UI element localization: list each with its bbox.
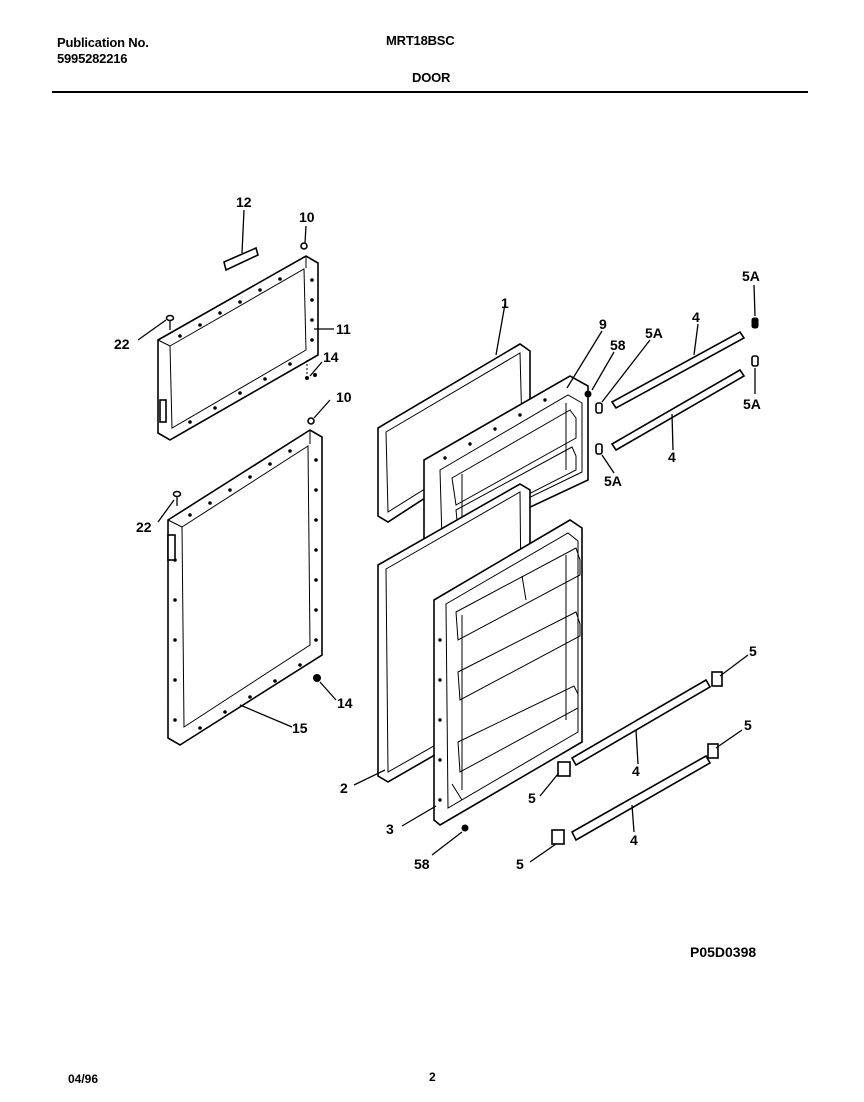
part-22-screw-lower [172,490,182,506]
part-10-plug-upper [300,242,308,250]
callout-58-upper: 58 [610,337,626,353]
part-3-food-door-liner [433,519,583,826]
callout-10-upper: 10 [299,209,315,225]
callout-5-b: 5 [744,717,752,733]
callout-9: 9 [599,316,607,332]
part-58-screw-lower [461,824,469,832]
part-15-food-door-frame [167,429,323,746]
header-rule [52,91,808,93]
footer-date: 04/96 [68,1072,99,1086]
callout-5A-a: 5A [645,325,663,341]
part-11-freezer-door-frame [157,255,319,441]
callout-22-upper: 22 [114,336,130,352]
part-5A-end-caps [595,317,759,455]
leader-lines [137,209,756,863]
callout-5-d: 5 [516,856,524,872]
model-number: MRT18BSC [386,33,455,48]
callout-12: 12 [236,194,252,210]
callout-4-a: 4 [692,309,700,325]
callout-3: 3 [386,821,394,837]
callout-10-lower: 10 [336,389,352,405]
part-5-end-caps [551,671,723,845]
callout-14-lower: 14 [337,695,353,711]
callout-14-upper: 14 [323,349,339,365]
page-number: 2 [429,1070,436,1084]
callout-22-lower: 22 [136,519,152,535]
callout-5A-c: 5A [743,396,761,412]
callout-4-d: 4 [630,832,638,848]
callout-labels: 12 10 22 11 14 10 22 14 15 1 9 58 5A 4 5… [114,194,761,872]
callout-5-c: 5 [528,790,536,806]
callout-5-a: 5 [749,643,757,659]
callout-11: 11 [336,321,351,337]
part-58-screw-upper [584,390,592,398]
publication-number: 5995282216 [57,51,128,66]
callout-2: 2 [340,780,348,796]
part-4-food-handle-rails [570,678,712,842]
part-4-freezer-handle-rails [610,330,746,452]
part-14-plug-lower [313,674,321,682]
publication-label: Publication No. [57,35,149,50]
callout-4-b: 4 [668,449,676,465]
callout-5A-b: 5A [742,268,760,284]
callout-5A-d: 5A [604,473,622,489]
callout-1: 1 [501,295,509,311]
callout-15: 15 [292,720,308,736]
part-22-screw-upper [165,314,175,330]
callout-4-c: 4 [632,763,640,779]
diagram-code: P05D0398 [690,944,757,960]
part-12-label-plate [223,246,259,272]
section-title: DOOR [412,70,451,85]
part-10-plug-lower [307,417,315,425]
callout-58-lower: 58 [414,856,430,872]
part-14-plugs-upper [305,360,317,380]
